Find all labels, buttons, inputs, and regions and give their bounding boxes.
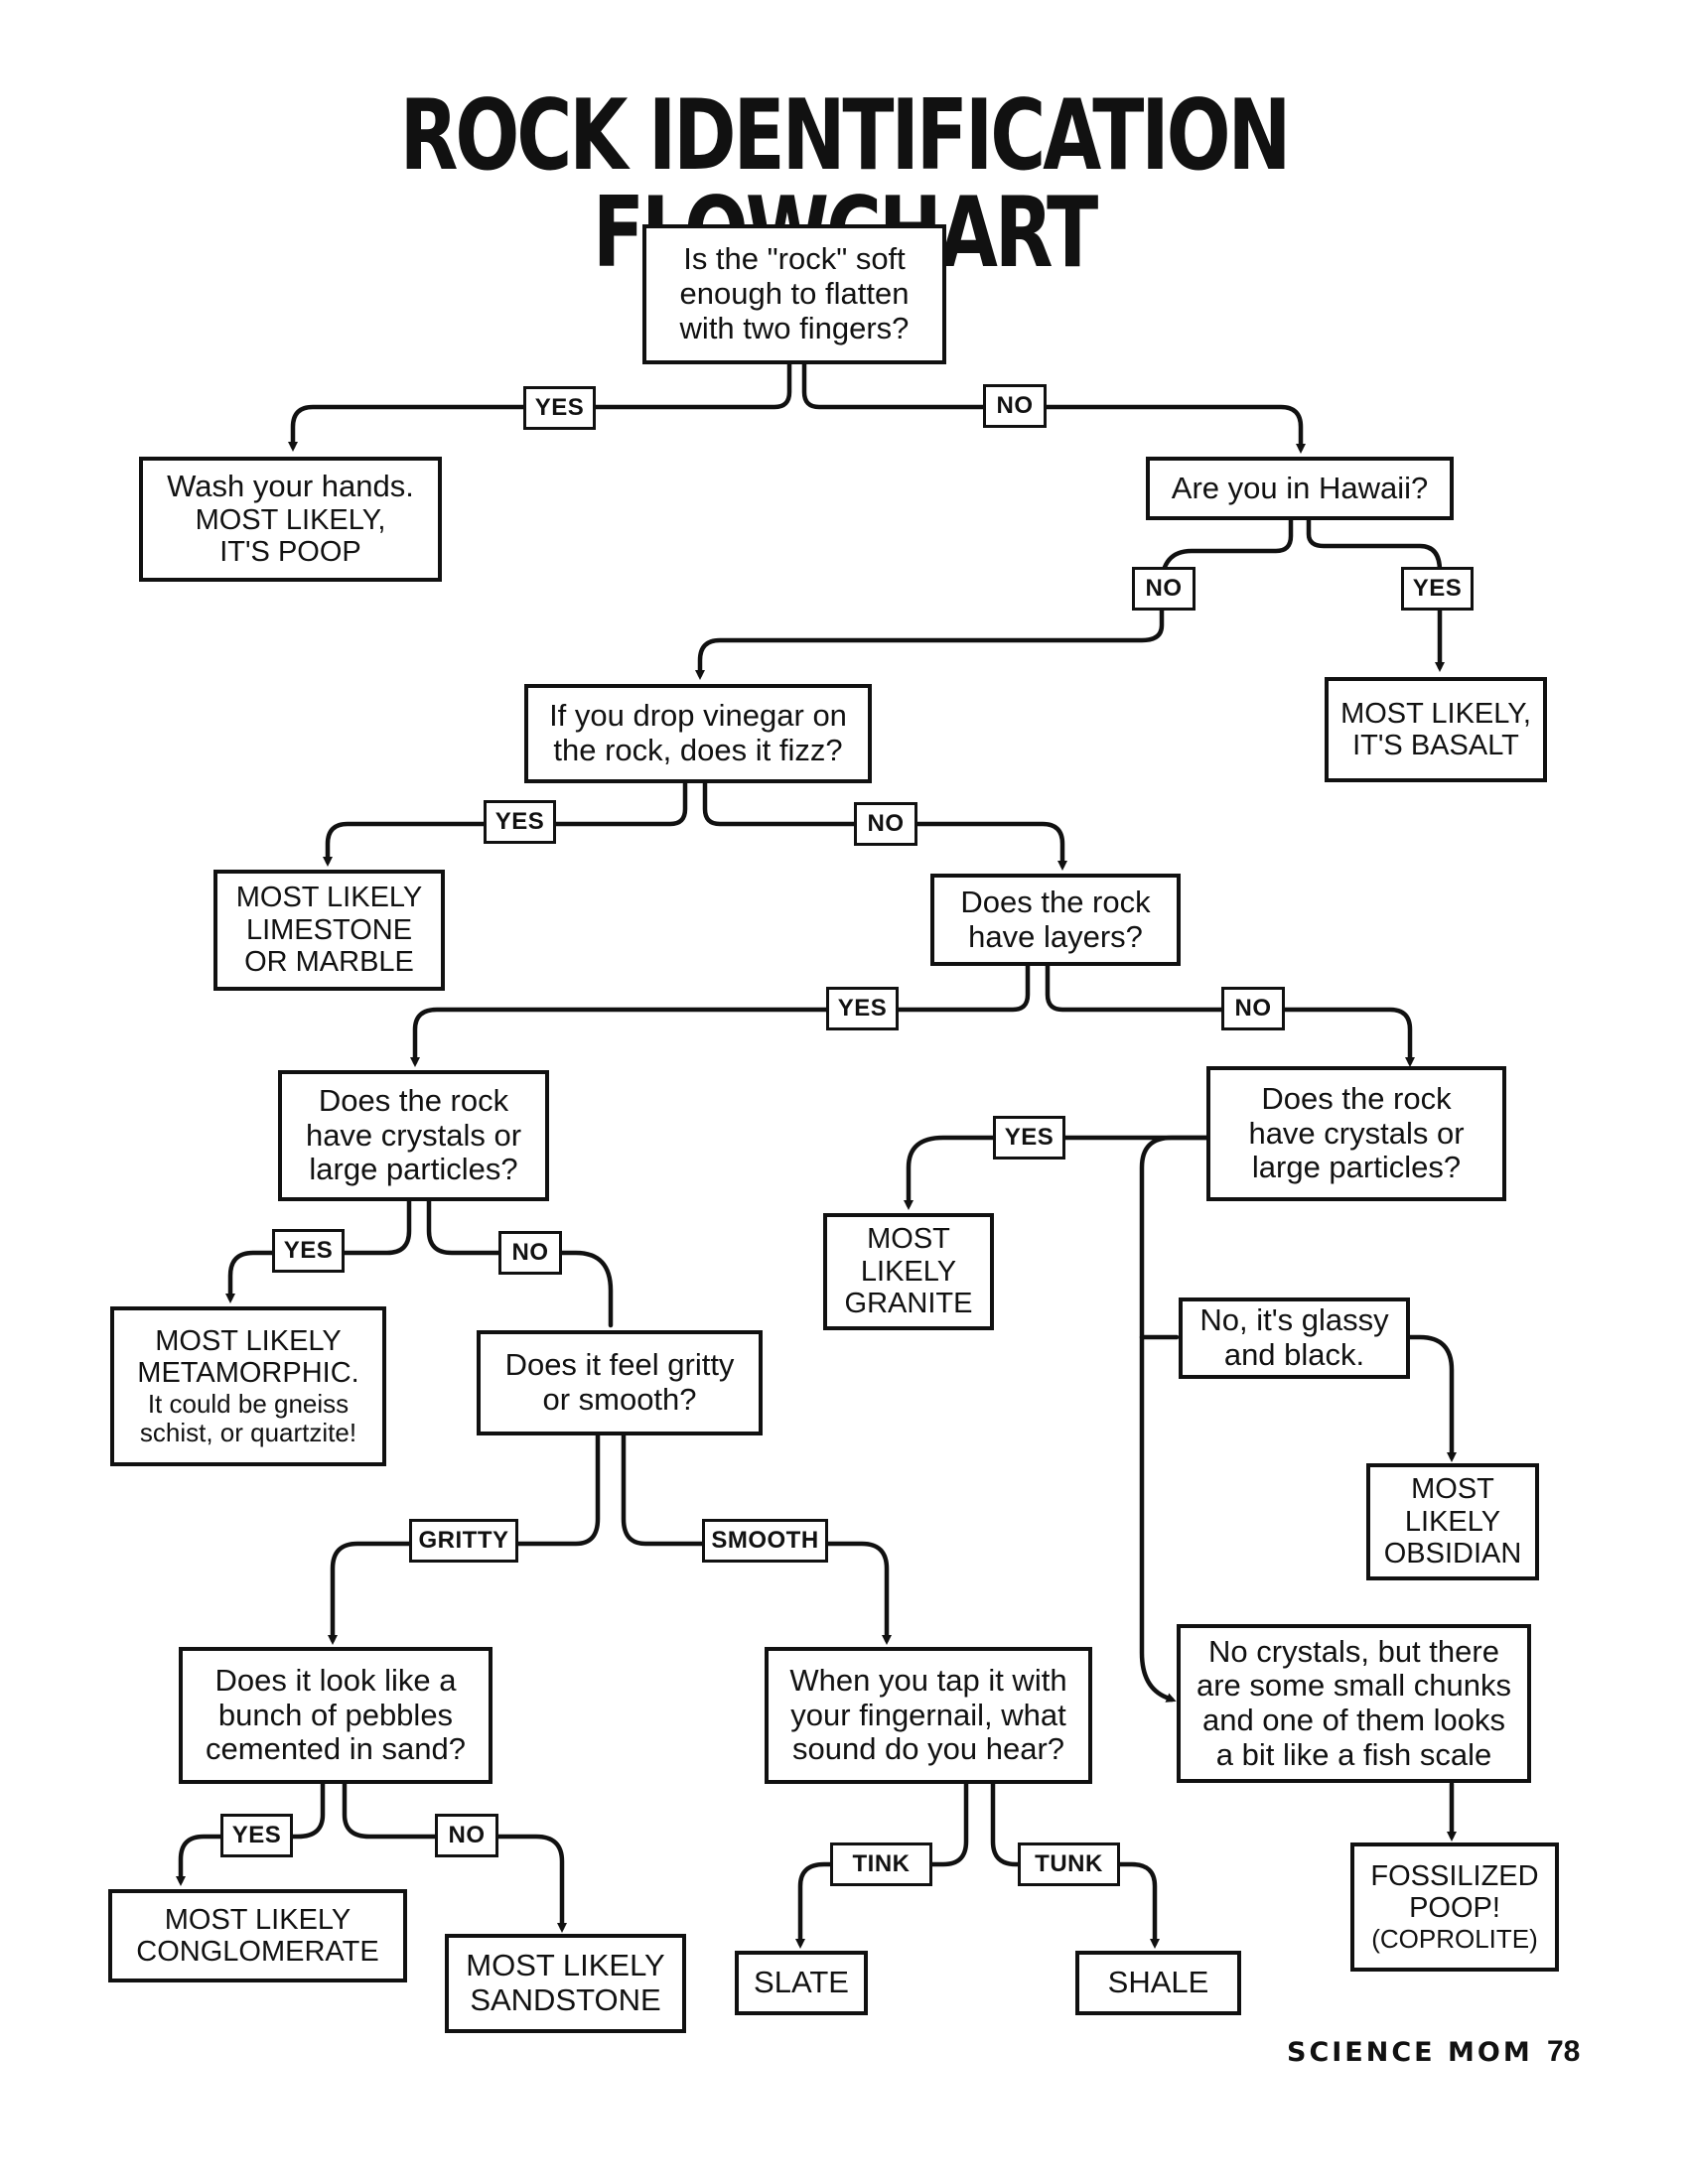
label-no-gritty: NO	[498, 1231, 562, 1275]
glassy-line-2: and black.	[1223, 1337, 1365, 1372]
page-number: 78	[1547, 2035, 1581, 2068]
crystals-left-line-3: large particles?	[309, 1152, 518, 1187]
question-gritty: Does it feel gritty or smooth?	[477, 1330, 763, 1435]
label-yes-wash: YES	[523, 386, 596, 430]
slate-line-1: SLATE	[754, 1965, 849, 2000]
crystals-left-line-1: Does the rock	[318, 1082, 509, 1118]
question-soft-line-2: enough to flatten	[679, 276, 910, 312]
result-obsidian: MOST LIKELY OBSIDIAN	[1366, 1463, 1539, 1580]
result-conglomerate: MOST LIKELY CONGLOMERATE	[108, 1889, 407, 1982]
tap-line-1: When you tap it with	[789, 1662, 1067, 1698]
wash-line-3: IT'S POOP	[219, 536, 361, 569]
limestone-line-2: LIMESTONE	[245, 913, 413, 946]
vinegar-line-1: If you drop vinegar on	[549, 698, 847, 734]
vinegar-line-2: the rock, does it fizz?	[553, 733, 843, 767]
question-crystals-right: Does the rock have crystals or large par…	[1206, 1066, 1506, 1201]
obsidian-line-1: MOST	[1411, 1473, 1494, 1506]
label-no-sandstone: NO	[435, 1814, 498, 1857]
conglomerate-line-2: CONGLOMERATE	[136, 1936, 379, 1968]
question-soft-line-1: Is the "rock" soft	[683, 241, 906, 277]
pebbles-line-3: cemented in sand?	[206, 1731, 466, 1767]
crystals-right-line-2: have crystals or	[1248, 1115, 1465, 1151]
label-no-hawaii: NO	[983, 384, 1047, 428]
branch-glassy: No, it's glassy and black.	[1179, 1297, 1410, 1379]
crystals-left-line-2: have crystals or	[305, 1117, 522, 1153]
tap-line-2: your fingernail, what	[790, 1697, 1066, 1732]
basalt-line-1: MOST LIKELY,	[1340, 697, 1531, 730]
result-metamorphic: MOST LIKELY METAMORPHIC. It could be gne…	[110, 1306, 386, 1466]
result-wash-hands: Wash your hands. MOST LIKELY, IT'S POOP	[139, 457, 442, 582]
brand-logo: SCIENCE MOM	[1287, 2037, 1533, 2068]
result-limestone: MOST LIKELY LIMESTONE OR MARBLE	[213, 870, 445, 991]
result-sandstone: MOST LIKELY SANDSTONE	[445, 1934, 686, 2033]
label-yes-limestone: YES	[484, 800, 556, 844]
label-tunk: TUNK	[1018, 1843, 1120, 1886]
coprolite-line-2: POOP!	[1409, 1892, 1500, 1925]
label-yes-metamorphic: YES	[272, 1229, 345, 1273]
granite-line-2: LIKELY	[860, 1255, 957, 1288]
no-crystals-line-1: No crystals, but there	[1208, 1633, 1499, 1669]
obsidian-line-2: LIKELY	[1404, 1505, 1501, 1538]
coprolite-line-1: FOSSILIZED	[1370, 1859, 1539, 1892]
no-crystals-line-3: and one of them looks	[1201, 1703, 1506, 1737]
label-smooth: SMOOTH	[702, 1519, 828, 1563]
gritty-line-1: Does it feel gritty	[504, 1347, 735, 1383]
coprolite-line-3: (COPROLITE)	[1371, 1923, 1538, 1954]
wash-line-1: Wash your hands.	[167, 469, 414, 504]
label-no-vinegar: NO	[1132, 567, 1196, 611]
basalt-line-2: IT'S BASALT	[1352, 730, 1519, 761]
branch-no-crystals: No crystals, but there are some small ch…	[1177, 1624, 1531, 1783]
result-granite: MOST LIKELY GRANITE	[823, 1213, 994, 1330]
pebbles-line-1: Does it look like a	[214, 1662, 457, 1698]
crystals-right-line-1: Does the rock	[1261, 1080, 1452, 1116]
obsidian-line-3: OBSIDIAN	[1383, 1538, 1522, 1570]
wash-line-2: MOST LIKELY,	[195, 503, 386, 536]
metamorphic-line-2: METAMORPHIC.	[137, 1357, 359, 1390]
result-basalt: MOST LIKELY, IT'S BASALT	[1325, 677, 1547, 782]
conglomerate-line-1: MOST LIKELY	[164, 1903, 352, 1936]
no-crystals-line-4: a bit like a fish scale	[1215, 1736, 1492, 1772]
sandstone-line-1: MOST LIKELY	[466, 1948, 665, 1983]
granite-line-1: MOST	[867, 1223, 950, 1256]
limestone-line-3: OR MARBLE	[244, 946, 414, 979]
question-soft-line-3: with two fingers?	[679, 310, 910, 345]
layers-line-2: have layers?	[968, 918, 1143, 954]
label-yes-conglomerate: YES	[220, 1814, 293, 1857]
metamorphic-line-3: It could be gneiss	[147, 1388, 350, 1419]
metamorphic-line-1: MOST LIKELY	[155, 1324, 342, 1357]
result-coprolite: FOSSILIZED POOP! (COPROLITE)	[1350, 1843, 1559, 1972]
label-gritty: GRITTY	[409, 1519, 518, 1563]
question-vinegar: If you drop vinegar on the rock, does it…	[524, 684, 872, 783]
crystals-right-line-3: large particles?	[1251, 1150, 1462, 1185]
metamorphic-line-4: schist, or quartzite!	[139, 1417, 357, 1447]
label-yes-granite: YES	[993, 1116, 1065, 1160]
limestone-line-1: MOST LIKELY	[235, 882, 423, 914]
label-yes-basalt: YES	[1401, 567, 1474, 611]
label-tink: TINK	[830, 1843, 932, 1886]
pebbles-line-2: bunch of pebbles	[217, 1697, 454, 1732]
result-shale: SHALE	[1075, 1951, 1241, 2015]
glassy-line-1: No, it's glassy	[1199, 1302, 1389, 1338]
label-yes-crystals-left: YES	[826, 987, 899, 1030]
no-crystals-line-2: are some small chunks	[1196, 1668, 1511, 1704]
granite-line-3: GRANITE	[844, 1288, 973, 1320]
question-soft: Is the "rock" soft enough to flatten wit…	[642, 224, 946, 364]
question-layers: Does the rock have layers?	[930, 874, 1181, 966]
question-hawaii: Are you in Hawaii?	[1146, 457, 1454, 520]
shale-line-1: SHALE	[1107, 1965, 1209, 2000]
label-no-layers: NO	[854, 802, 917, 846]
hawaii-line-1: Are you in Hawaii?	[1171, 470, 1429, 505]
layers-line-1: Does the rock	[960, 884, 1151, 919]
question-crystals-left: Does the rock have crystals or large par…	[278, 1070, 549, 1201]
gritty-line-2: or smooth?	[542, 1382, 697, 1417]
result-slate: SLATE	[735, 1951, 868, 2015]
question-pebbles: Does it look like a bunch of pebbles cem…	[179, 1647, 492, 1784]
label-no-crystals-right: NO	[1221, 987, 1285, 1030]
tap-line-3: sound do you hear?	[791, 1731, 1065, 1767]
question-tap: When you tap it with your fingernail, wh…	[765, 1647, 1092, 1784]
sandstone-line-2: SANDSTONE	[470, 1982, 661, 2017]
